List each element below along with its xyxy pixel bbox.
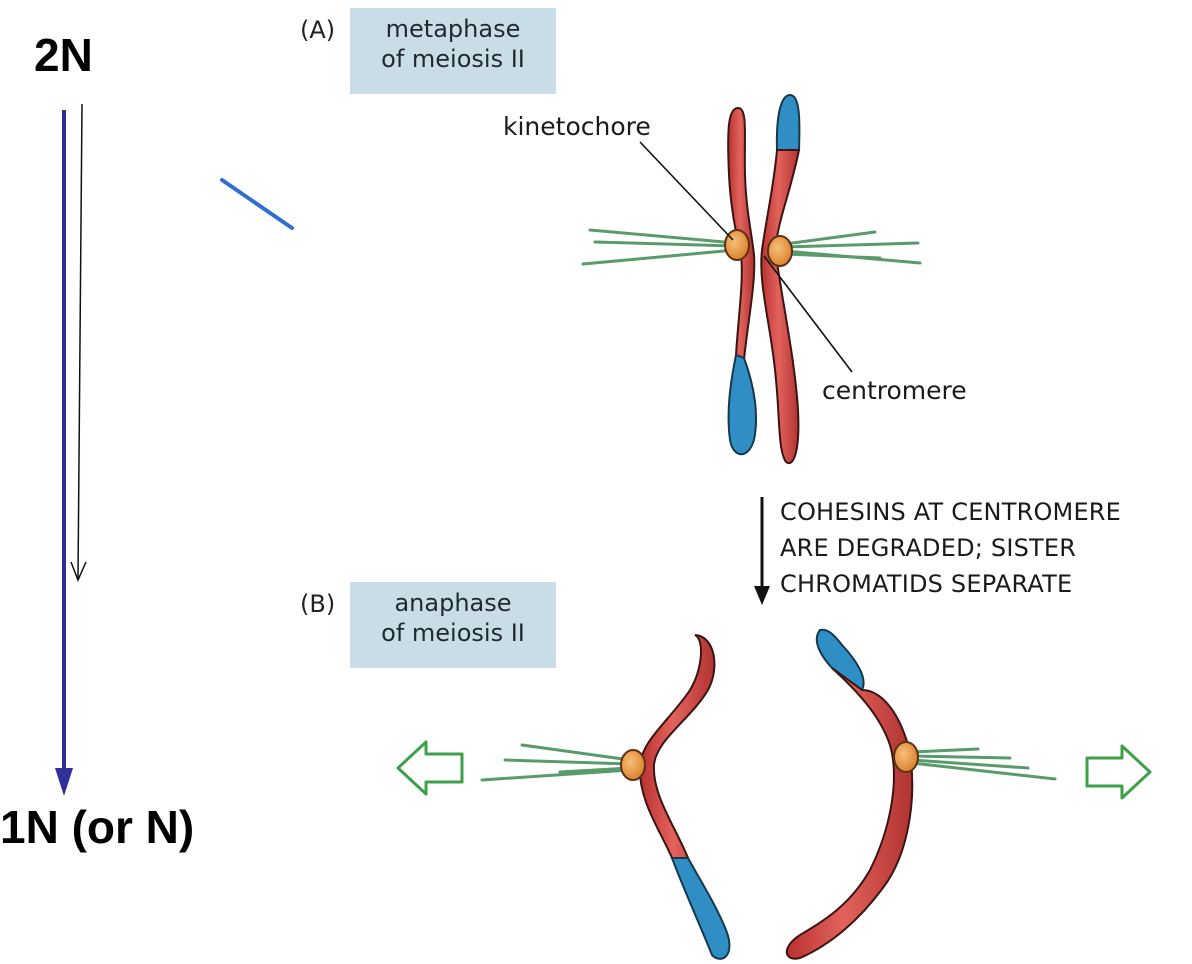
- metaphase-spindle-fibers: [581, 228, 922, 266]
- anaphase-spindle-right: [910, 747, 1057, 781]
- ploidy-arrow-thin: [70, 103, 87, 582]
- panel-a-stage-box: metaphase of meiosis II: [350, 8, 556, 94]
- annotation-stroke: [220, 178, 294, 230]
- kinetochore-leader-line: [639, 141, 734, 241]
- transition-caption: COHESINS AT CENTROMERE ARE DEGRADED; SIS…: [780, 494, 1121, 602]
- transition-line2: ARE DEGRADED; SISTER: [780, 534, 1077, 562]
- panel-a-stage-line1: metaphase: [385, 15, 521, 43]
- panel-a-stage-line2: of meiosis II: [381, 45, 525, 73]
- transition-line3: CHROMATIDS SEPARATE: [780, 570, 1073, 598]
- anaphase-kinetochore-left: [620, 749, 646, 781]
- ploidy-start-label: 2N: [34, 29, 93, 81]
- anaphase-chromatid-left: [638, 634, 731, 960]
- panel-b-stage-line2: of meiosis II: [381, 619, 525, 647]
- movement-arrow-left-icon: [396, 740, 464, 796]
- kinetochore-label: kinetochore: [503, 112, 651, 141]
- panel-a-letter: (A): [300, 16, 336, 44]
- anaphase-kinetochore-right: [893, 741, 919, 773]
- metaphase-chromatid-right: [760, 93, 801, 465]
- metaphase-kinetochore-right: [767, 235, 793, 267]
- panel-b-stage-line1: anaphase: [394, 589, 512, 617]
- anaphase-spindle-left: [480, 743, 632, 782]
- panel-b-stage-box: anaphase of meiosis II: [350, 582, 556, 668]
- transition-arrow: [754, 497, 770, 605]
- panel-b-letter: (B): [300, 590, 336, 618]
- movement-arrow-right-icon: [1085, 744, 1152, 800]
- metaphase-chromatid-left: [727, 106, 758, 456]
- transition-line1: COHESINS AT CENTROMERE: [780, 498, 1122, 526]
- anaphase-chromatid-right: [785, 628, 914, 960]
- centromere-leader-line: [763, 255, 853, 373]
- ploidy-arrow-blue: [55, 110, 73, 796]
- ploidy-end-label: 1N (or N): [0, 801, 195, 853]
- centromere-label: centromere: [822, 376, 967, 405]
